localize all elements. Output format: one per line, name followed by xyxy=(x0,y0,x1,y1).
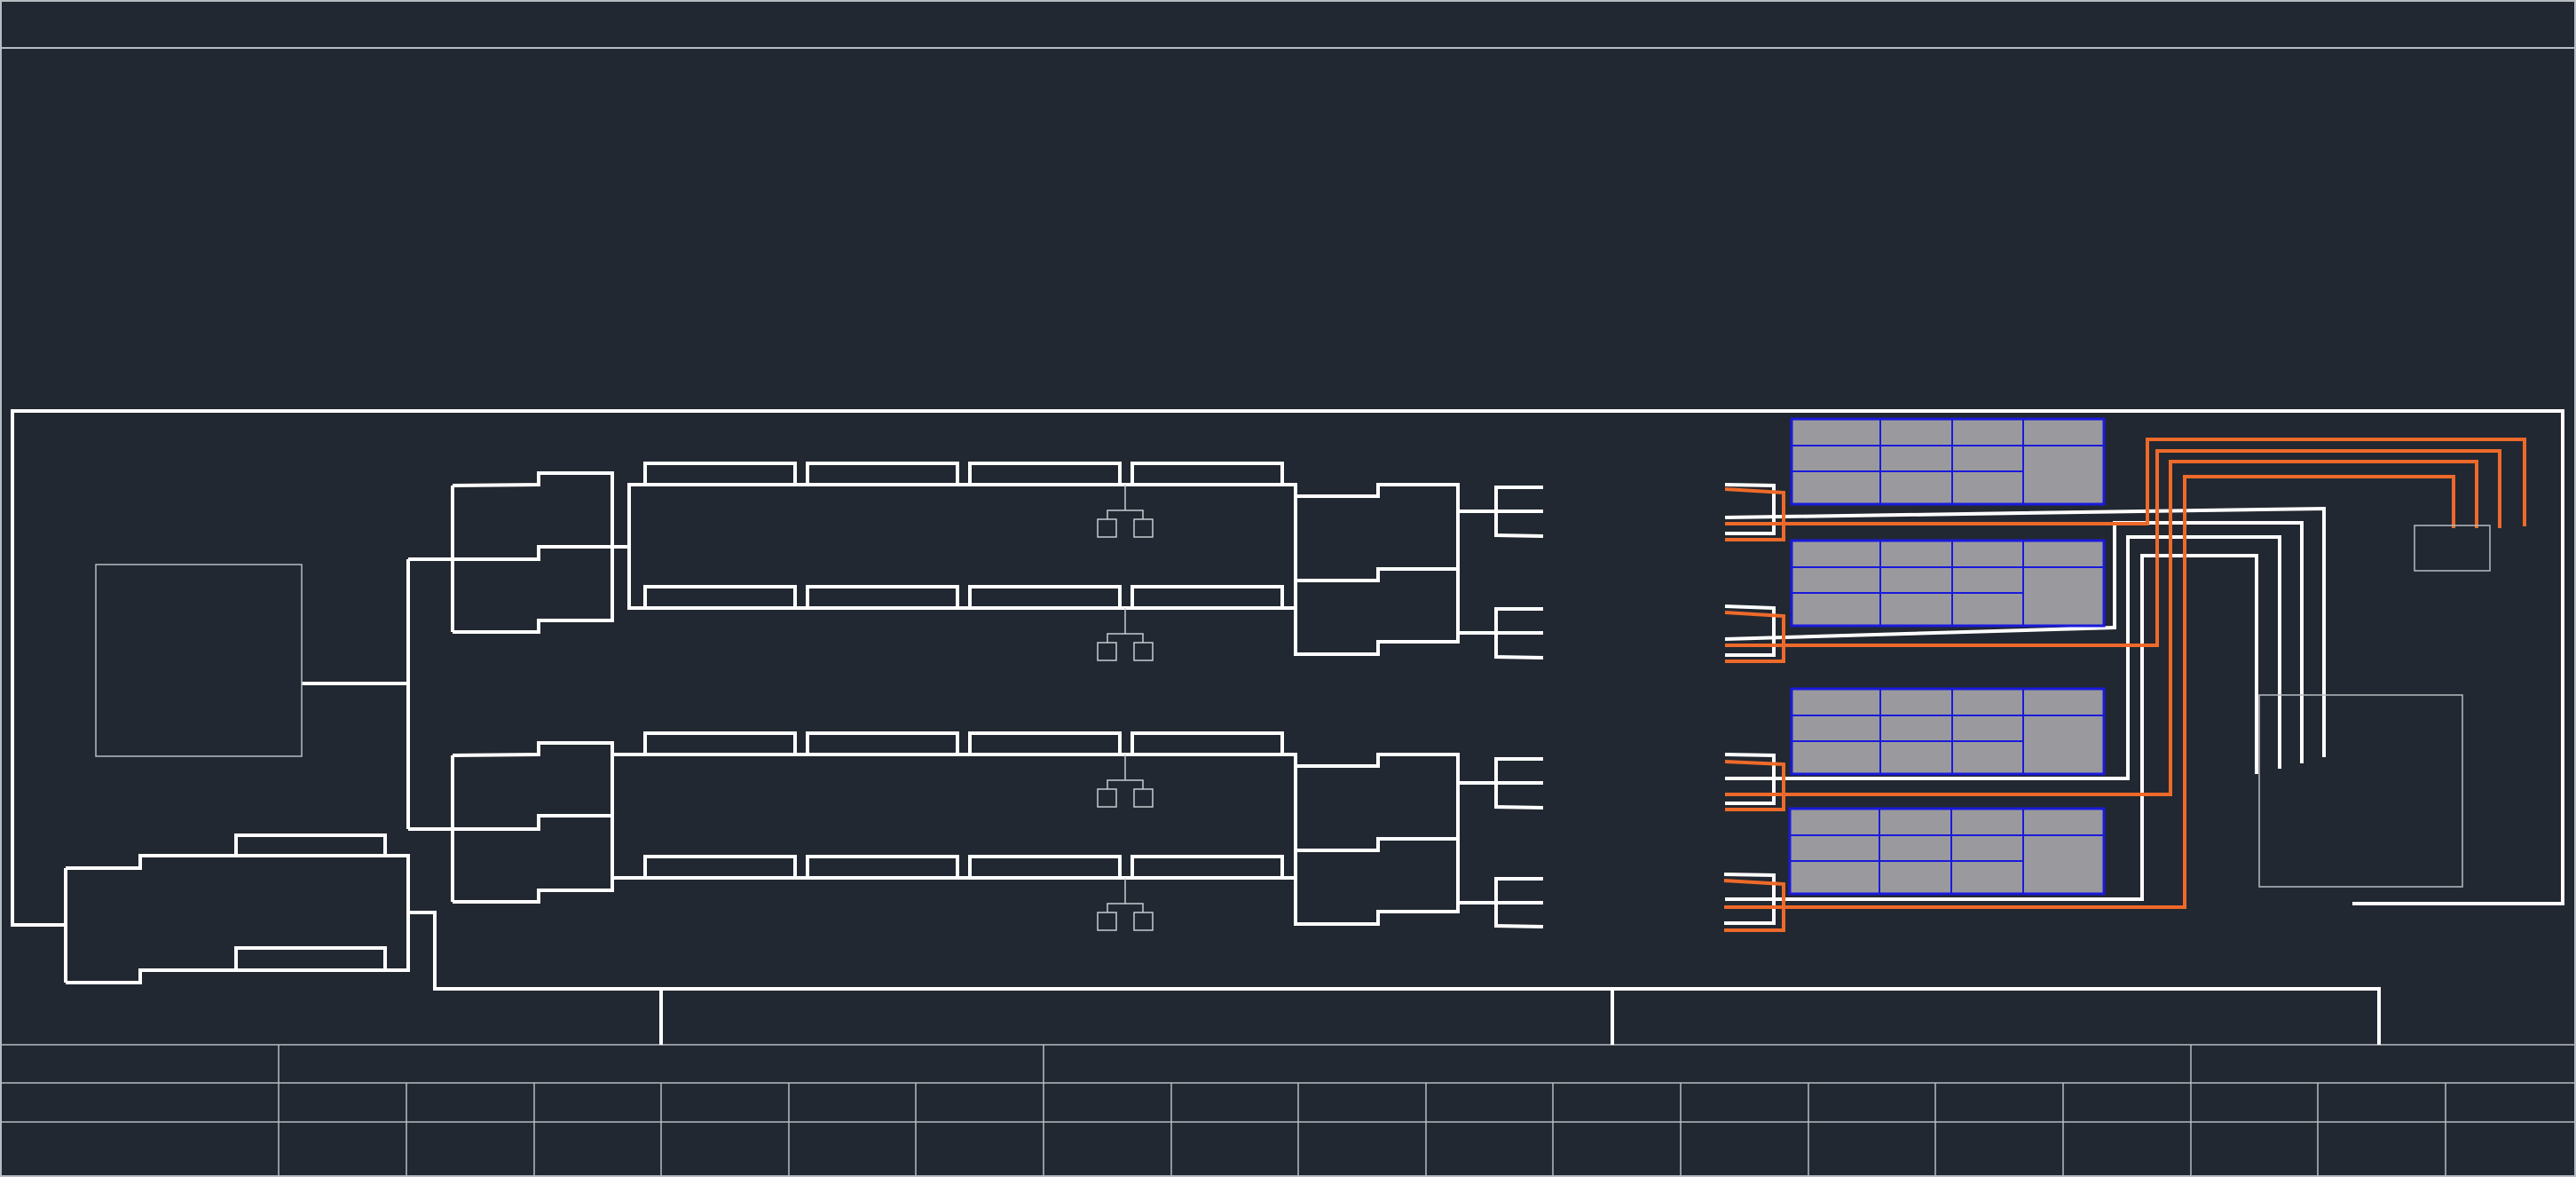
upper-bracket-group xyxy=(452,471,614,634)
panel-4 xyxy=(1788,807,2106,896)
receiver-box xyxy=(2258,694,2463,888)
tap-symbols xyxy=(1097,485,1154,931)
tap-symbol-1 xyxy=(1097,485,1154,538)
lower-bracket-group xyxy=(452,741,614,904)
source-box xyxy=(95,564,303,757)
bottom-table xyxy=(1,1044,2575,1176)
main-wiring xyxy=(11,409,2564,1045)
fork-terminals xyxy=(1458,486,1544,928)
tap-symbol-4 xyxy=(1097,878,1154,931)
tap-symbol-2 xyxy=(1097,608,1154,661)
enclosure-outline xyxy=(11,409,2564,927)
tap-symbol-3 xyxy=(1097,754,1154,808)
upper-bus-module xyxy=(627,483,1297,610)
panel-2 xyxy=(1790,539,2106,628)
panel-1 xyxy=(1790,417,2106,506)
panel-3 xyxy=(1790,687,2106,776)
terminal-box xyxy=(2414,525,2491,572)
orange-feeders xyxy=(1723,438,2526,932)
lower-bus-module xyxy=(611,753,1297,880)
